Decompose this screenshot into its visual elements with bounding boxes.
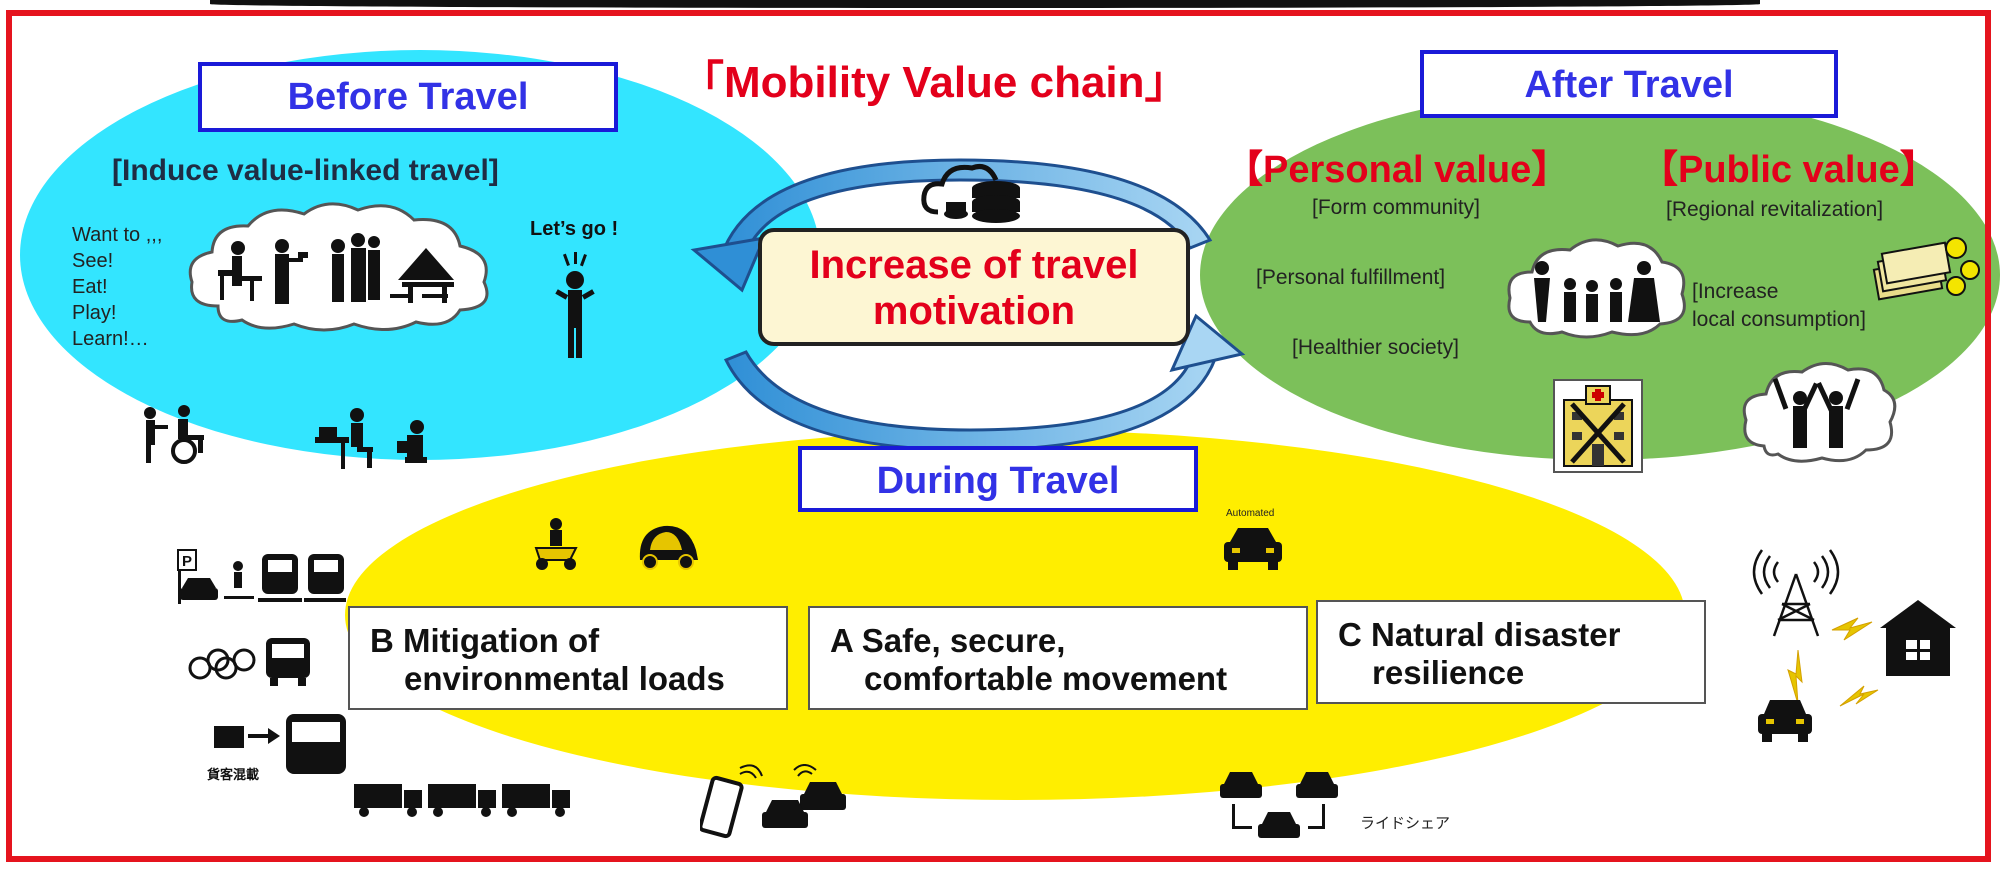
rideshare-cars-icon — [1220, 772, 1338, 838]
hospital-icon — [1553, 379, 1643, 473]
freight-bus-icon — [214, 714, 346, 774]
lets-go-label: Let’s go ! — [530, 218, 619, 240]
cloud-database-icon — [921, 164, 1020, 223]
want-line: Want to ,,, — [72, 224, 163, 246]
box-a-safe-movement: A Safe, secure, comfortable movement — [808, 606, 1308, 710]
want-line: See! — [72, 250, 114, 272]
box-a-line-1: A Safe, secure, — [830, 622, 1066, 659]
park-and-ride-icon: P — [177, 549, 346, 604]
want-line: Learn!… — [72, 328, 149, 350]
disaster-network-icon — [1752, 549, 1956, 742]
public-value-title: 【Public value】 — [1640, 149, 1938, 191]
during-travel-title: During Travel — [798, 446, 1198, 512]
freight-label: 貨客混載 — [207, 767, 260, 782]
regional-revitalization-label: [Regional revitalization] — [1666, 198, 1884, 221]
top-divider — [210, 0, 1760, 8]
family-cloud-icon — [1507, 238, 1686, 339]
automated-car-icon — [1224, 528, 1282, 570]
money-icon — [1872, 237, 1980, 301]
small-ev-icon — [639, 525, 698, 570]
desk-workers-icon — [315, 408, 427, 469]
activity-cloud-icon — [188, 202, 489, 332]
healthier-society-label: [Healthier society] — [1292, 336, 1459, 359]
parking-label: P — [182, 553, 192, 570]
smartphone-cars-icon — [700, 764, 846, 839]
wheelchair-icon — [144, 405, 204, 464]
cycle-arrows — [690, 158, 1246, 452]
want-to-list: Want to ,,, See! Eat! Play! Learn!… — [72, 222, 162, 352]
before-travel-title: Before Travel — [198, 62, 618, 132]
before-travel-subtitle: [Induce value-linked travel] — [112, 154, 499, 187]
outer-frame — [6, 10, 1991, 862]
box-b-line-2: environmental loads — [404, 660, 725, 697]
excited-person-icon — [555, 252, 595, 358]
after-travel-title: After Travel — [1420, 50, 1838, 118]
automated-label: Automated — [1226, 508, 1275, 519]
box-a-line-2: comfortable movement — [864, 660, 1228, 697]
diagram-title: 「Mobility Value chain」 — [680, 58, 1189, 107]
want-line: Play! — [72, 302, 117, 324]
center-motivation-box: Increase of travel motivation — [758, 228, 1190, 346]
personal-value-title: 【Personal value】 — [1225, 149, 1570, 191]
truck-platoon-icon — [354, 784, 570, 817]
personal-fulfillment-label: [Personal fulfillment] — [1256, 266, 1446, 289]
center-text: Increase of travel motivation — [809, 243, 1139, 333]
bicycles-bus-icon — [188, 638, 310, 686]
box-b-mitigation: B Mitigation of environmental loads — [348, 606, 788, 710]
increase-local-label-2: local consumption] — [1692, 308, 1866, 331]
mobility-scooter-icon — [534, 518, 578, 570]
form-community-label: [Form community] — [1312, 196, 1481, 219]
box-c-disaster-resilience: C Natural disaster resilience — [1316, 600, 1706, 704]
want-line: Eat! — [72, 276, 108, 298]
rideshare-label: ライドシェア — [1360, 815, 1451, 832]
cheering-cloud-icon — [1742, 362, 1897, 463]
box-b-line-1: B Mitigation of — [370, 622, 600, 659]
box-c-line-1: C Natural disaster — [1338, 616, 1621, 653]
box-c-line-2: resilience — [1372, 654, 1525, 691]
increase-local-label-1: [Increase — [1692, 280, 1779, 303]
